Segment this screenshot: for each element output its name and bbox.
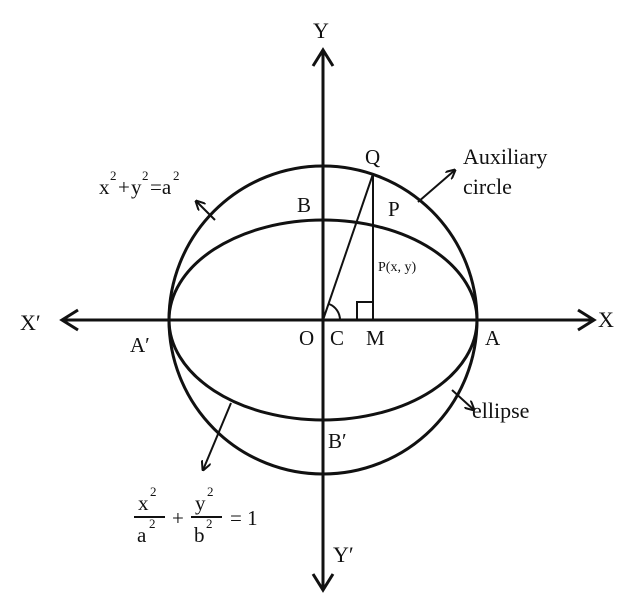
ellipse-eq-equals-one: = 1 (230, 506, 258, 530)
circle-eq-equals-a: =a (150, 175, 172, 199)
svg-text:=a: =a (150, 175, 172, 199)
label-p: P (388, 197, 400, 221)
aux-circle-pointer (417, 170, 455, 203)
label-c: C (330, 326, 344, 350)
svg-text:+: + (118, 175, 130, 199)
circle-eq-pointer (196, 201, 216, 221)
circle-eq-plus: + (118, 175, 130, 199)
svg-text:2: 2 (110, 168, 117, 183)
svg-text:2: 2 (149, 516, 156, 531)
circle-eq-x: x (99, 175, 110, 199)
label-y-bottom: Y′ (333, 542, 354, 567)
ellipse-eq-x: x (138, 491, 149, 515)
label-x-left: X′ (20, 310, 41, 335)
label-q: Q (365, 145, 380, 169)
svg-text:a: a (137, 523, 147, 547)
svg-text:2: 2 (150, 484, 157, 499)
svg-text:x: x (99, 175, 110, 199)
circle-eq-a-exp: 2 (173, 168, 180, 183)
label-y-top: Y (313, 18, 329, 43)
svg-text:x: x (138, 491, 149, 515)
label-o: O (299, 326, 314, 350)
label-b-bottom: B′ (328, 429, 347, 453)
svg-text:2: 2 (142, 168, 149, 183)
label-m: M (366, 326, 385, 350)
right-angle-marker (356, 301, 373, 320)
circle-equation: x 2 + y 2 =a 2 (99, 168, 180, 199)
ellipse-eq-pointer (203, 402, 232, 470)
label-a-right: A (485, 326, 501, 350)
ellipse-eq-b: b (194, 523, 205, 547)
y-axis-bottom-arrowhead (311, 573, 335, 593)
line-oq (322, 173, 374, 321)
circle-eq-y-exp: 2 (142, 168, 149, 183)
x-axis-right-arrowhead (577, 308, 597, 332)
svg-text:b: b (194, 523, 205, 547)
ellipse-eq-a-exp: 2 (149, 516, 156, 531)
label-p-coord: P(x, y) (378, 260, 416, 275)
label-a-left: A′ (130, 333, 150, 357)
label-circle: circle (463, 174, 512, 199)
ellipse-curve (167, 218, 479, 422)
y-axis-top-arrowhead (311, 47, 335, 67)
ellipse-eq-a: a (137, 523, 147, 547)
label-ellipse: ellipse (472, 398, 529, 423)
ellipse-eq-y-exp: 2 (207, 484, 214, 499)
ellipse-eq-x-exp: 2 (150, 484, 157, 499)
x-axis-left-arrowhead (59, 308, 79, 332)
ellipse-eq-b-exp: 2 (206, 516, 213, 531)
svg-text:+: + (172, 506, 184, 530)
svg-text:y: y (131, 175, 142, 199)
label-auxiliary: Auxiliary (463, 144, 547, 169)
ellipse-equation: x 2 a 2 + y 2 b 2 = 1 (134, 484, 258, 547)
svg-text:2: 2 (206, 516, 213, 531)
label-b-top: B (297, 193, 311, 217)
ellipse-pointer (451, 389, 474, 410)
circle-eq-x-exp: 2 (110, 168, 117, 183)
svg-text:2: 2 (207, 484, 214, 499)
circle-eq-y: y (131, 175, 142, 199)
svg-text:2: 2 (173, 168, 180, 183)
label-x-right: X (598, 307, 614, 332)
ellipse-eq-plus: + (172, 506, 184, 530)
svg-text:y: y (195, 491, 206, 515)
svg-text:= 1: = 1 (230, 506, 258, 530)
angle-arc (328, 303, 342, 321)
ellipse-eq-y: y (195, 491, 206, 515)
